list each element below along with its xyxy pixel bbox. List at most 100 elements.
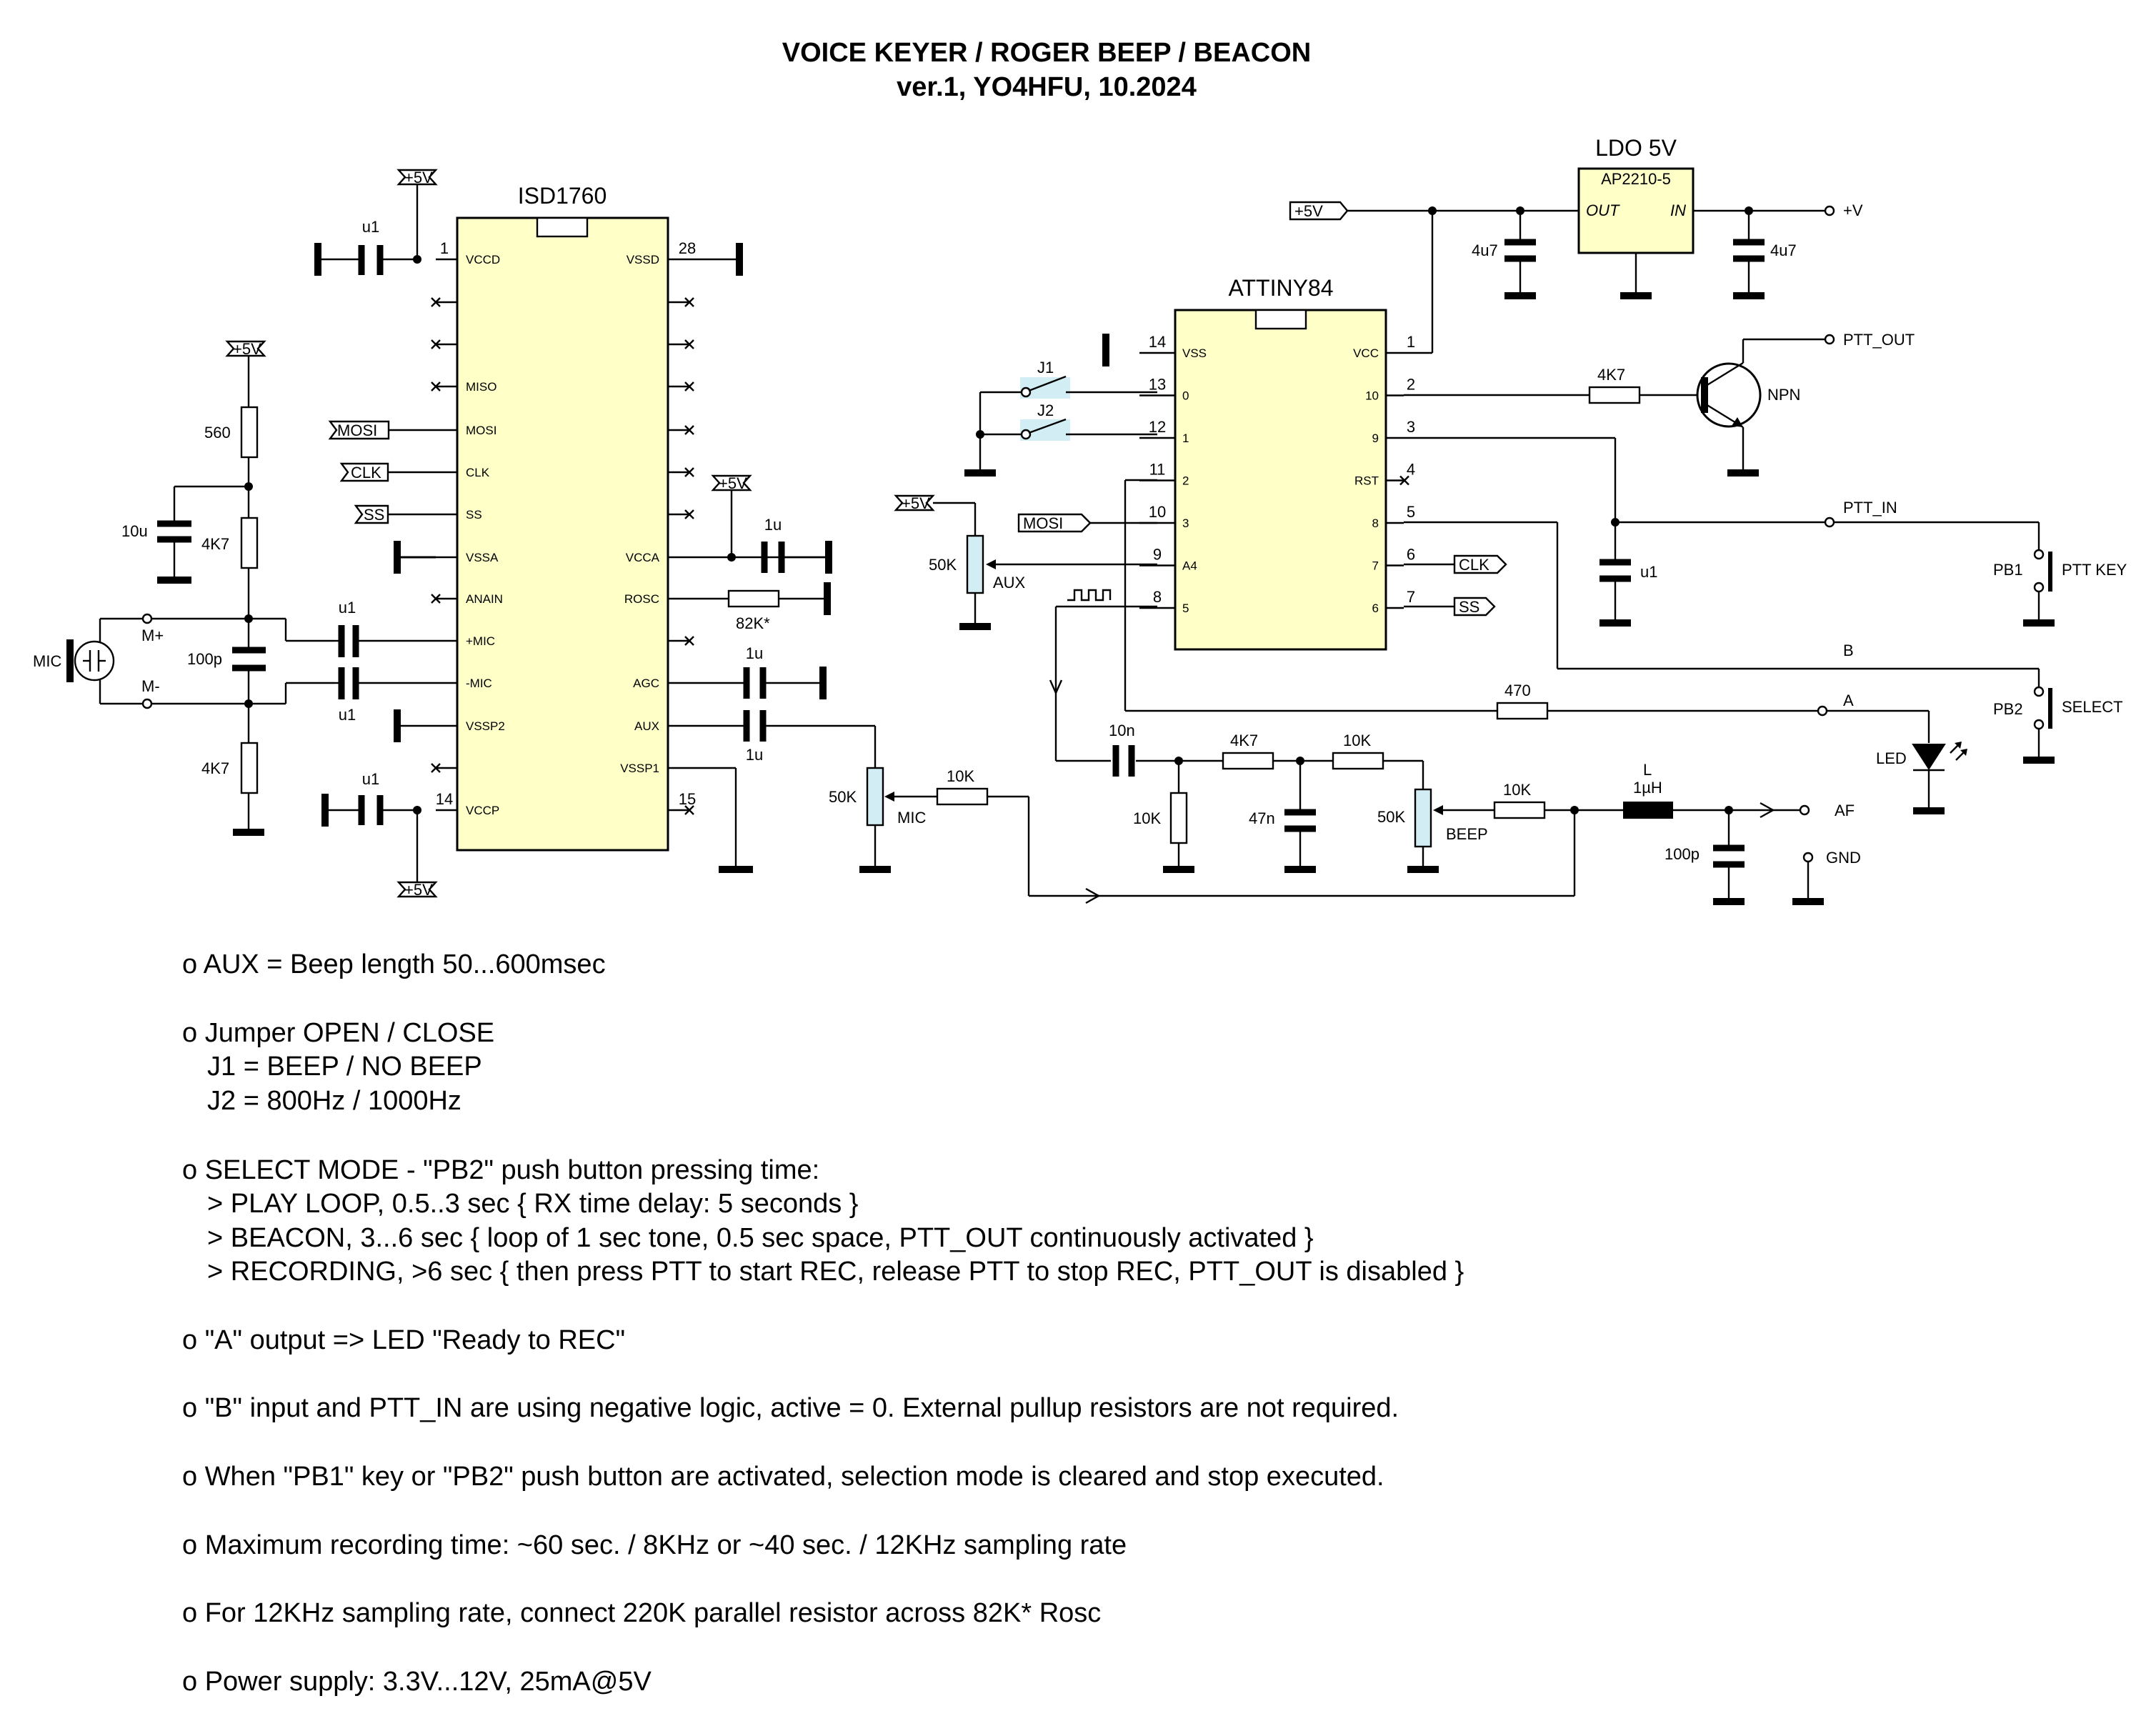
note-recording: > RECORDING, >6 sec { then press PTT to … [207,1257,1464,1287]
r4k7-npn-label: 4K7 [1597,366,1625,384]
isd-pin-miso: MISO [466,380,496,394]
c-ptt-in-label: u1 [1640,563,1657,581]
r10k-filter-label: 10K [1343,732,1371,749]
mminus-label: M- [141,677,160,695]
npn-stage: 4K7 PTT_OUT NPN [1404,331,1915,477]
attiny-right-pin-name: 10 [1365,389,1379,403]
aux-pot-value: 50K [929,556,957,574]
attiny-left-pin-name: 1 [1182,431,1189,445]
c-pmic-label: u1 [339,599,356,617]
agc-cap: 1u [743,644,827,699]
inductor-value: 1µH [1633,779,1662,797]
jumpers: J1 J2 [964,359,1157,477]
r4k7-filter-label: 4K7 [1230,732,1258,749]
attiny-left-pin-num: 14 [1149,333,1166,351]
isd-left-pins [431,258,457,812]
attiny-right-pin-num: 2 [1407,376,1415,394]
attiny-left-pin-name: 0 [1182,389,1189,403]
c-nmic-label: u1 [339,706,356,724]
vcca-plus5v: +5V [719,474,747,492]
attiny-mosi: MOSI [1017,513,1157,533]
ldo-out: OUT [1586,201,1620,219]
isd-pin28-num: 28 [679,239,696,257]
c4u7-right-label: 4u7 [1770,241,1797,259]
r10k-gnd-label: 10K [1133,809,1161,827]
title-line2: ver.1, YO4HFU, 10.2024 [897,72,1197,102]
attiny-right-pin-num: 7 [1407,588,1415,606]
isd-mosi-label: MOSI [337,421,377,439]
isd-pin-agc: AGC [633,677,659,690]
c47n-label: 47n [1249,809,1275,827]
note-play-loop: > PLAY LOOP, 0.5..3 sec { RX time delay:… [207,1189,858,1219]
j2-label: J2 [1037,401,1054,419]
select-net: B PB2 SELECT [1404,521,2123,764]
isd-pin-aux: AUX [634,719,659,733]
note-power: o Power supply: 3.3V...12V, 25mA@5V [182,1667,652,1697]
pb2-label: PB2 [1993,700,2023,718]
isd-pin-vccd: VCCD [466,253,500,266]
mic-network: +5V 560 10u 4K7 100p 4K7 [33,340,436,836]
attiny-right-pin-name: 7 [1372,559,1379,573]
note-j2: J2 = 800Hz / 1000Hz [207,1086,461,1116]
c100p-mic-label: 100p [187,650,222,668]
ptt-in-label: PTT_IN [1843,499,1897,517]
attiny-left-pin-name: 2 [1182,474,1189,488]
attiny-left-pin-num: 13 [1149,376,1166,394]
isd-pin1-num: 1 [440,239,449,257]
note-max-rec: o Maximum recording time: ~60 sec. / 8KH… [182,1530,1127,1560]
c10u-label: 10u [121,522,148,540]
attiny-left-pin-name: VSS [1182,346,1207,360]
plus-v-label: +V [1843,201,1863,219]
isd-pin14-num: 14 [436,790,453,808]
isd1760-chip: ISD1760 [456,183,669,852]
attiny-right-pin-name: 6 [1372,602,1379,615]
attiny-ss-label: SS [1459,598,1479,616]
attiny-left-pin-name: A4 [1182,559,1197,573]
mic-pot: 50K MIC 10K [829,767,1576,904]
attiny-mosi-label: MOSI [1023,514,1063,532]
aux-pot: +5V 50K AUX [894,494,1157,630]
isd-spi-labels: MOSI CLK SS [328,420,436,524]
nc-mark [1399,475,1409,486]
r10k-mic-label: 10K [947,767,974,785]
isd-vccd-plus5v: +5V [404,169,433,186]
vccp-supply: +5V u1 [321,770,438,899]
isd-pin-pmic: +MIC [466,634,495,648]
attiny-left-pin-num: 12 [1149,418,1166,436]
agc-cap-label: 1u [746,644,763,662]
note-select: o SELECT MODE - "PB2" push button pressi… [182,1155,819,1185]
pb1-label: PB1 [1993,561,2023,579]
ldo-in: IN [1670,201,1686,219]
attiny-right-pin-name: 8 [1372,517,1379,530]
gnd-label: GND [1826,849,1861,867]
r560-label: 560 [204,424,231,442]
beep-filter: 10n 10K 4K7 47n 10K 50K BEEP 10K L [1049,589,1861,905]
isd-vccp-plus5v: +5V [404,881,433,899]
vccp-cap-label: u1 [362,770,379,788]
mic-pot-name: MIC [897,809,926,827]
attiny-left-pin-num: 8 [1153,588,1162,606]
mic-bias-plus5v: +5V [233,340,261,358]
attiny-right-pin-num: 4 [1407,461,1415,479]
aux-pot-plus5v: +5V [902,494,930,512]
attiny-left-pin-name: 5 [1182,602,1189,615]
r4k7-bot-label: 4K7 [201,759,229,777]
beep-pot-value: 50K [1377,808,1405,826]
notes: o AUX = Beep length 50...600msec o Jumpe… [182,949,1464,1697]
note-a-output: o "A" output => LED "Ready to REC" [182,1325,625,1355]
note-b-input: o "B" input and PTT_IN are using negativ… [182,1393,1399,1423]
mic-label: MIC [33,652,61,670]
attiny-clk-label: CLK [1459,556,1489,574]
isd-pin-vssd: VSSD [627,253,659,266]
inductor-label: L [1643,761,1652,779]
ptt-key-label: PTT KEY [2062,561,2127,579]
attiny-left-pin-num: 9 [1153,546,1162,564]
isd-pin-rosc: ROSC [624,592,659,606]
isd-pin-vssa: VSSA [466,551,499,564]
attiny-right-pin-name: 9 [1372,431,1379,445]
attiny-right-pin-num: 6 [1407,546,1415,564]
attiny-right-pin-name: RST [1354,474,1379,488]
led-label: LED [1876,749,1907,767]
